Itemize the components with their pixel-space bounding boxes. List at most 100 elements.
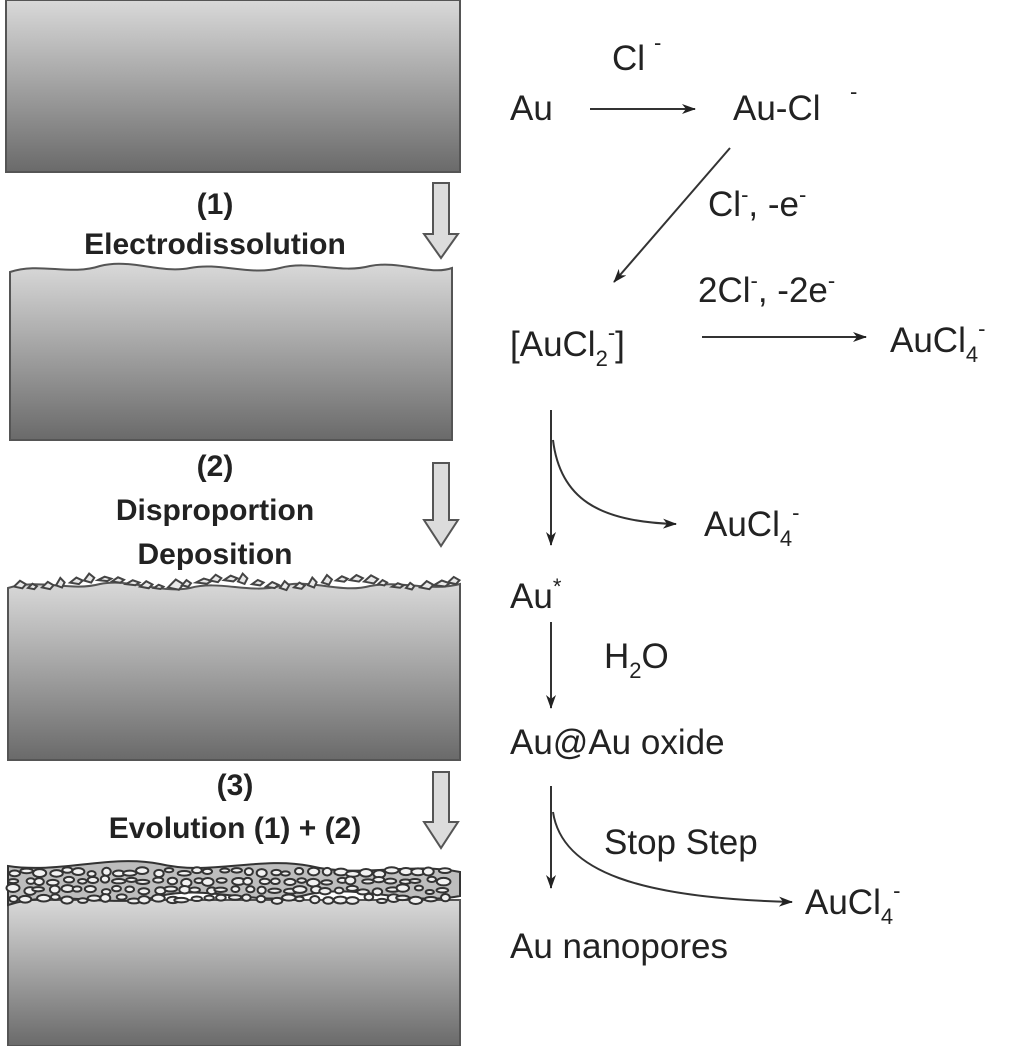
species-au-cl-charge: - [850, 79, 857, 104]
pore [213, 886, 228, 893]
pore [176, 870, 192, 877]
species-au-nanopores: Au nanopores [510, 927, 728, 966]
deposit-particle [236, 571, 249, 586]
pore [356, 888, 370, 896]
pore [281, 893, 297, 902]
deposit-particle [306, 575, 318, 589]
pore [150, 893, 166, 903]
pore [49, 893, 61, 901]
deposit-particle [54, 576, 66, 589]
hollow-down-arrow-1 [422, 182, 460, 260]
pore [86, 875, 100, 885]
pore [421, 866, 435, 877]
pore [333, 886, 345, 895]
condition-cl-e: Cl-, -e- [708, 182, 806, 224]
pore [294, 867, 305, 876]
pore [36, 893, 52, 903]
condition-cl: Cl [612, 39, 645, 78]
species-aucl4-middle: AuCl4- [704, 500, 799, 551]
pore [230, 867, 243, 874]
deposit-particle [166, 578, 186, 591]
pore [371, 887, 384, 897]
deposit-particle [39, 580, 56, 591]
pore [269, 877, 281, 886]
pore [383, 866, 400, 875]
deposit-particle [208, 573, 223, 584]
species-aucl2: [AuCl2-] [510, 320, 625, 371]
pore [99, 874, 111, 884]
pore [60, 895, 74, 905]
deposit-particle [388, 582, 406, 589]
step-1-name: Electrodissolution [84, 228, 346, 261]
pore [309, 895, 321, 905]
pore [283, 877, 297, 887]
pore [203, 894, 215, 902]
pore [383, 877, 398, 885]
step-1-number: (1) [197, 188, 234, 221]
step-2-number: (2) [197, 450, 234, 483]
deposit-particle [417, 579, 436, 591]
pore [48, 884, 61, 895]
pore [215, 877, 228, 884]
deposit-particle [333, 575, 350, 583]
pore [270, 896, 284, 905]
hollow-down-arrow-2 [422, 462, 460, 548]
pore [294, 895, 305, 903]
pore [153, 868, 165, 879]
arrow-branch-aucl4-bottom [552, 811, 793, 907]
species-au-oxide: Au@Au oxide [510, 723, 725, 762]
deposit-particle [82, 572, 96, 584]
deposit-particle [347, 573, 365, 583]
pore [307, 866, 321, 877]
deposit-particle [151, 583, 166, 590]
pore [18, 894, 33, 904]
arrow-aucl-to-aucl2 [613, 147, 731, 283]
condition-cl-charge: - [654, 30, 661, 55]
deposit-particle [109, 576, 126, 584]
pore [255, 894, 267, 904]
pore [318, 887, 332, 896]
deposit-particle [221, 574, 240, 583]
deposit-particle [25, 582, 39, 591]
pore [71, 867, 86, 877]
pore [344, 875, 357, 886]
condition-h2o: H2O [604, 637, 669, 683]
pore [398, 867, 414, 877]
pore [125, 876, 138, 883]
pore [111, 878, 127, 885]
pore [8, 869, 21, 878]
pore [201, 867, 214, 876]
pore [322, 896, 335, 905]
deposit-particle [249, 578, 266, 587]
pore [345, 896, 360, 905]
pore [267, 887, 282, 894]
pore [424, 888, 435, 896]
pore [320, 879, 334, 886]
deposit-particle [122, 579, 142, 587]
pore [395, 894, 410, 902]
pore [332, 895, 349, 905]
pore [166, 876, 179, 886]
pore [46, 878, 60, 887]
pore [437, 867, 452, 874]
deposit-particle [11, 579, 28, 590]
arrow-branch-aucl4-middle [552, 439, 677, 529]
deposit-particle [67, 576, 85, 586]
pore [115, 893, 128, 901]
step-3-name: Evolution (1) + (2) [109, 812, 362, 845]
deposit-particle [430, 579, 452, 588]
pore [135, 878, 151, 885]
pore [321, 866, 333, 877]
pore [173, 896, 190, 904]
step-3-number: (3) [217, 769, 254, 802]
pore [435, 876, 452, 887]
species-au: Au [510, 89, 553, 128]
pore [376, 897, 388, 905]
pore [280, 870, 291, 877]
gold-slab-roughened [9, 262, 453, 441]
species-aucl4-top: AuCl4- [890, 316, 985, 367]
pore [256, 885, 267, 895]
deposit-particle [137, 579, 155, 590]
pore [33, 877, 45, 887]
